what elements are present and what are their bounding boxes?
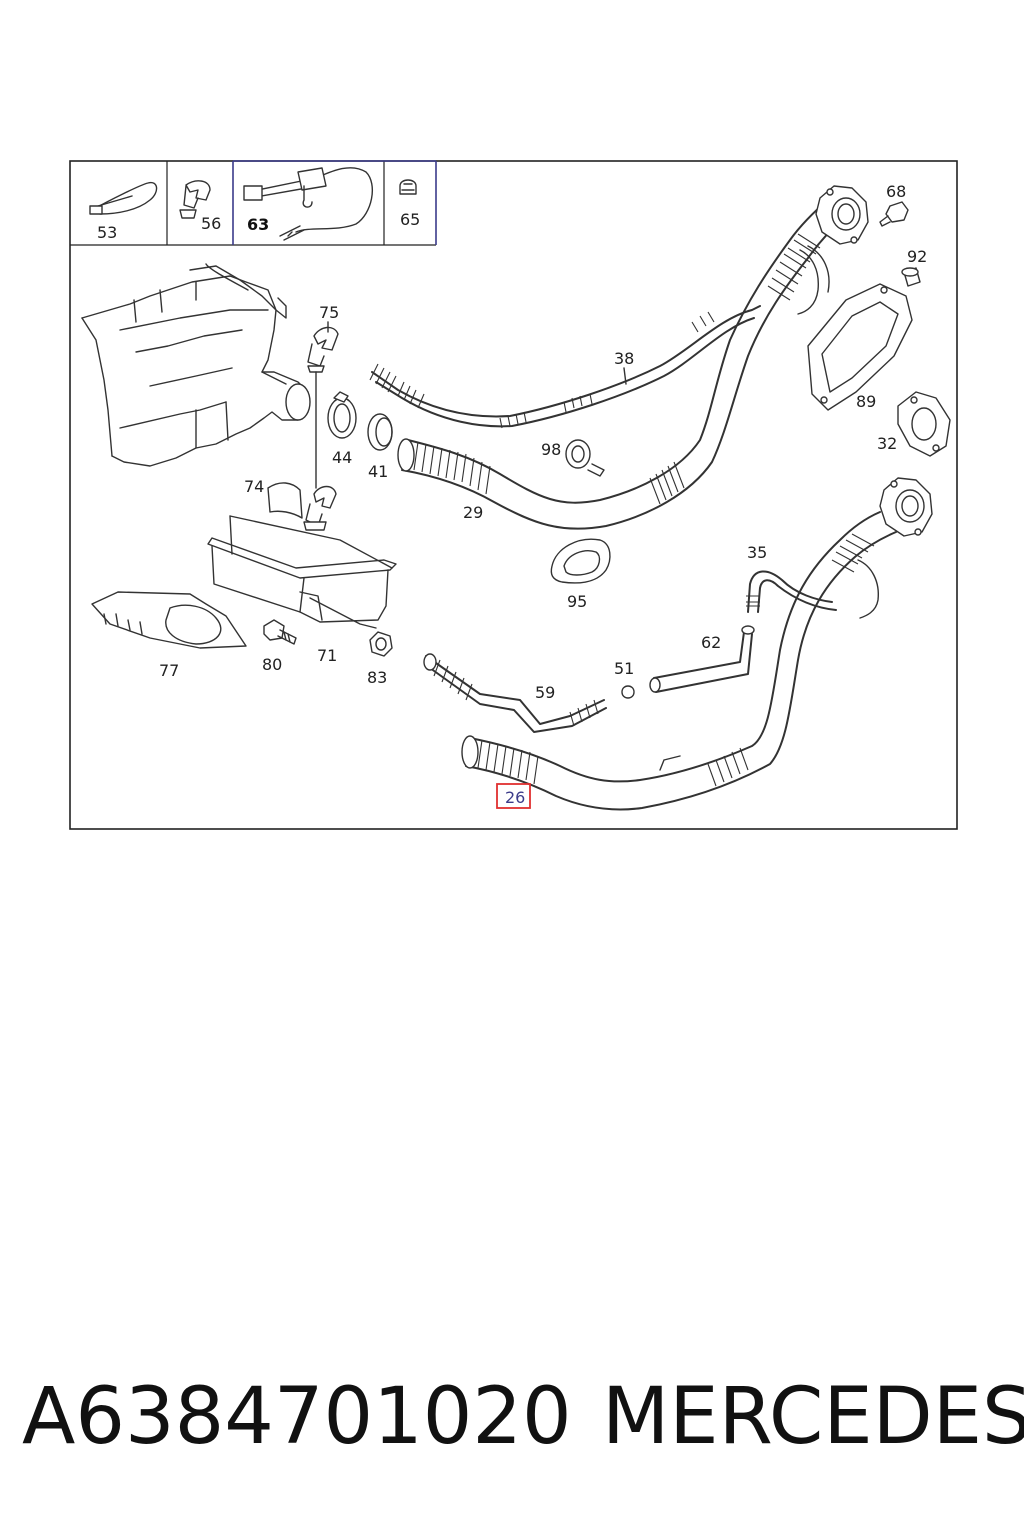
filler-hose-29-part (397, 197, 847, 530)
callout-98: 98 (541, 440, 561, 459)
nut-92-part (901, 267, 921, 287)
callout-53: 53 (97, 223, 117, 242)
vent-line-59-part (423, 653, 607, 733)
callout-71: 71 (317, 646, 337, 665)
footer: A6384701020 MERCEDES (22, 1372, 1024, 1472)
filler-neck-upper-part (815, 185, 869, 245)
callout-89: 89 (856, 392, 876, 411)
callout-32: 32 (877, 434, 897, 453)
filler-neck-lower-part (879, 477, 933, 537)
callout-51: 51 (614, 659, 634, 678)
callout-63: 63 (247, 215, 269, 234)
callout-26: 26 (505, 788, 525, 807)
nut-83-part (369, 631, 393, 657)
vent-line-38-part (369, 305, 761, 429)
ring-clamp-41-part (367, 413, 393, 451)
clip-lower-part (303, 485, 337, 531)
bolt-80-part (263, 619, 297, 645)
seal-95-part (550, 538, 611, 584)
pipe-62-part (649, 625, 755, 693)
highlight-box-26 (496, 783, 531, 809)
inset-row (70, 160, 437, 246)
small-clamp-part (399, 179, 417, 195)
tray-71-part (207, 515, 397, 629)
diagram-frame (69, 160, 958, 830)
filler-hose-26-part (461, 511, 897, 811)
brand-name: MERCEDES (602, 1372, 1024, 1462)
clip-75-part (307, 321, 339, 489)
pad-74-part (267, 482, 303, 519)
clip-part (179, 180, 211, 219)
gasket-32-part (897, 391, 951, 457)
tank-assembly-outline (81, 263, 311, 467)
callout-77: 77 (159, 661, 179, 680)
hose-clamp-44-part (327, 391, 357, 439)
cable-tie-part (89, 181, 158, 215)
screw-68-part (879, 201, 909, 227)
cover-plate-89-part (807, 283, 913, 411)
callout-74: 74 (244, 477, 264, 496)
callout-95: 95 (567, 592, 587, 611)
grommet-98-part (565, 439, 605, 477)
vent-hose-35-part (746, 570, 837, 613)
callout-62: 62 (701, 633, 721, 652)
callout-92: 92 (907, 247, 927, 266)
callout-65: 65 (400, 210, 420, 229)
callout-68: 68 (886, 182, 906, 201)
callout-29: 29 (463, 503, 483, 522)
callout-41: 41 (368, 462, 388, 481)
part-number: A6384701020 (22, 1372, 572, 1462)
callout-35: 35 (747, 543, 767, 562)
callout-80: 80 (262, 655, 282, 674)
callout-44: 44 (332, 448, 352, 467)
shield-77-part (91, 591, 247, 649)
callout-75: 75 (319, 303, 339, 322)
callout-83: 83 (367, 668, 387, 687)
callout-59: 59 (535, 683, 555, 702)
strap-part (243, 167, 373, 241)
callout-56: 56 (201, 214, 221, 233)
clip-51-part (621, 685, 635, 699)
callout-38: 38 (614, 349, 634, 368)
